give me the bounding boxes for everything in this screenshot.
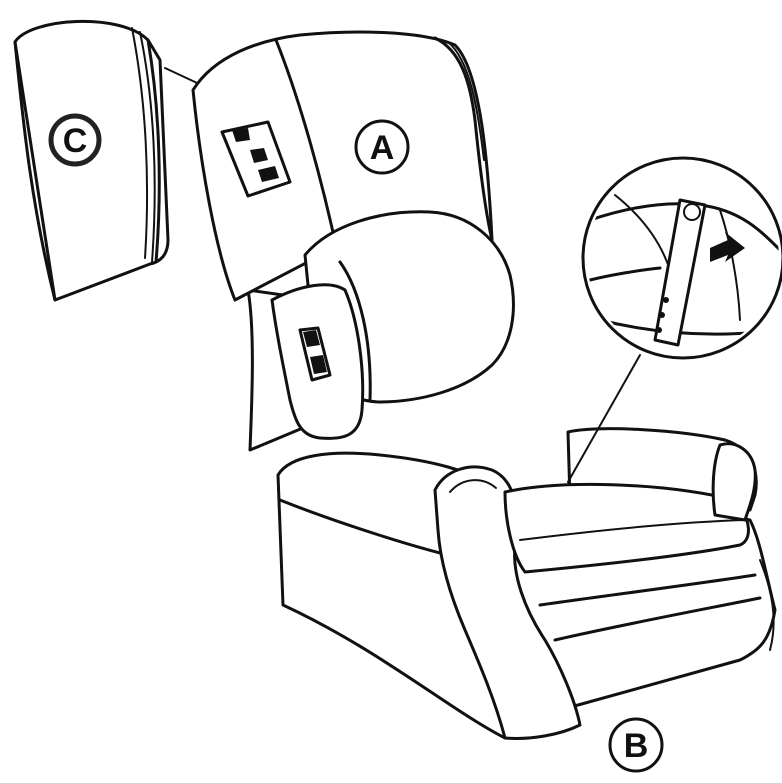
label-badge-b: B	[610, 719, 662, 771]
label-b: B	[624, 727, 649, 765]
label-a: A	[370, 129, 395, 167]
seat-base-b	[278, 429, 775, 739]
label-badge-a: A	[356, 121, 408, 173]
label-badge-c: C	[51, 116, 99, 164]
label-c: C	[63, 122, 88, 160]
back-cushion-a	[193, 32, 513, 450]
